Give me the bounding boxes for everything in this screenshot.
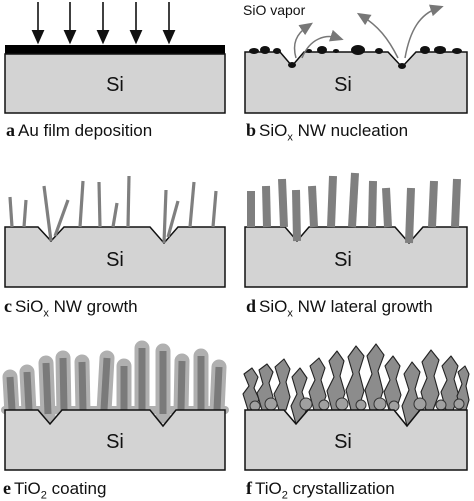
si-substrate-f (244, 409, 468, 471)
tio2-coating-shell (1, 340, 229, 424)
panel-e: Si (1, 340, 229, 471)
sio-nanowire-cores (6, 348, 223, 415)
panel-f: Si (242, 343, 470, 471)
panel-a: Si (4, 2, 226, 114)
si-label-a: Si (106, 74, 124, 96)
si-substrate-d (244, 226, 468, 288)
si-substrate-b (244, 51, 468, 114)
sio-vapor-label: SiO vapor (243, 2, 306, 18)
si-substrate-e (4, 409, 226, 471)
sio-nanowires-thick (247, 172, 461, 244)
si-label-c: Si (106, 249, 124, 271)
tio2-crystal-branches (242, 343, 470, 427)
deposition-arrows (31, 2, 176, 45)
panel-c: Si (4, 175, 226, 288)
si-label-e: Si (106, 431, 124, 453)
sio-vapor-arrows (293, 4, 444, 59)
tio2-crystal-particles (249, 397, 465, 412)
sio-nanowires-thin (8, 175, 218, 244)
si-label-d: Si (334, 249, 352, 271)
panel-d: Si (244, 172, 468, 288)
au-nucleation-droplets (249, 45, 462, 69)
si-label-b: Si (334, 74, 352, 96)
panel-b: SiO vapor Si (243, 2, 468, 114)
si-label-f: Si (334, 431, 352, 453)
si-substrate-a (4, 53, 226, 114)
au-film (5, 45, 225, 54)
